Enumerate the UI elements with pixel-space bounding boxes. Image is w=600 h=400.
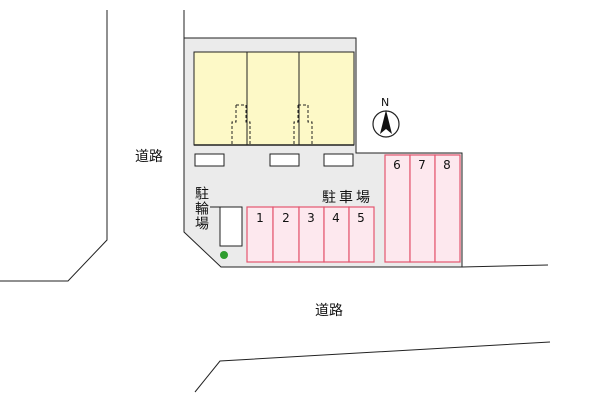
left-road-edge <box>0 10 108 282</box>
bicycle-parking-label: 駐輪場 <box>193 186 209 231</box>
parking-spot-number-2: 2 <box>282 211 290 225</box>
bicycle-parking-area <box>219 206 243 247</box>
parking-spot-number-5: 5 <box>357 211 365 225</box>
parking-spot-number-3: 3 <box>307 211 315 225</box>
parking-spots-row-a <box>246 206 375 263</box>
parking-spot-number-6: 6 <box>393 158 401 172</box>
compass-north-label: N <box>381 96 390 109</box>
parking-spot-5 <box>348 206 375 263</box>
road-label-bottom: 道路 <box>315 303 343 319</box>
parking-spot-4 <box>323 206 350 263</box>
parking-spot-6 <box>384 154 411 263</box>
apartment-building <box>193 51 355 167</box>
parking-label: 駐車場 <box>322 190 373 206</box>
parking-spot-number-7: 7 <box>418 158 426 172</box>
road-label-left: 道路 <box>135 149 163 165</box>
road-lines <box>0 10 551 393</box>
bottom-road-edge-right <box>461 264 549 268</box>
tree-icon <box>220 251 228 259</box>
parking-spots-row-b <box>384 154 461 263</box>
parking-spot-number-1: 1 <box>256 211 264 225</box>
parking-spot-number-8: 8 <box>443 158 451 172</box>
parking-spot-number-4: 4 <box>332 211 340 225</box>
north-compass-icon <box>372 110 400 138</box>
parking-spot-1 <box>246 206 274 263</box>
parking-spot-8 <box>434 154 461 263</box>
bottom-road-far-edge <box>194 341 551 393</box>
